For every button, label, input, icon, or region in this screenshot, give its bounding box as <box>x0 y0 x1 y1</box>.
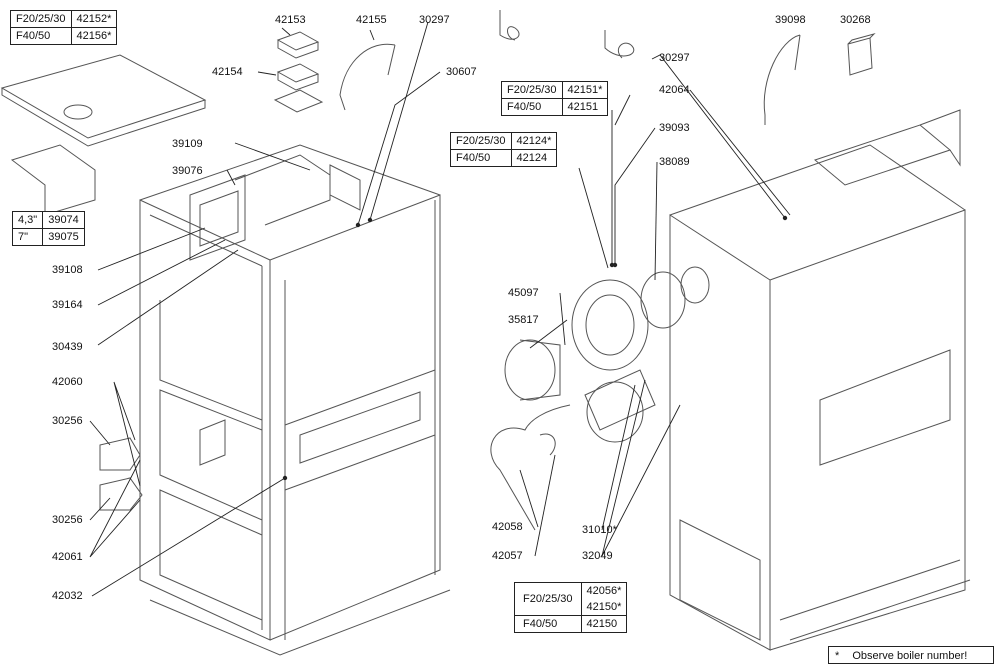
part-label-42153: 42153 <box>275 14 306 26</box>
part-label-39108: 39108 <box>52 264 83 276</box>
note-text: Observe boiler number! <box>852 650 968 662</box>
box-30268 <box>847 33 876 76</box>
part-label-39093: 39093 <box>659 122 690 134</box>
table-cell: 4,3" <box>11 211 44 229</box>
table-row: 42150* <box>515 599 628 616</box>
spec-table-42151: F20/25/30 42151* F40/50 42151 <box>501 81 609 116</box>
part-label-30268: 30268 <box>840 14 871 26</box>
part-label-42155: 42155 <box>356 14 387 26</box>
spec-table-42152: F20/25/30 42152* F40/50 42156* <box>10 10 118 45</box>
part-label-30439: 30439 <box>52 341 83 353</box>
part-label-42058: 42058 <box>492 521 523 533</box>
control-module <box>189 154 331 261</box>
table-cell: 42151 <box>561 98 609 116</box>
table-cell: 42124* <box>510 132 558 150</box>
switch-lower <box>99 477 143 511</box>
part-label-39076: 39076 <box>172 165 203 177</box>
part-label-32049: 32049 <box>582 550 613 562</box>
table-cell: 42151* <box>561 81 609 99</box>
table-row: F40/50 42151 <box>501 98 609 116</box>
sensor-coil-center <box>604 30 635 59</box>
wire-42057 <box>539 433 556 456</box>
part-label-42060: 42060 <box>52 376 83 388</box>
part-label-35817: 35817 <box>508 314 539 326</box>
part-label-39164: 39164 <box>52 299 83 311</box>
top-cover-plate <box>0 54 207 147</box>
spec-table-42124: F20/25/30 42124* F40/50 42124 <box>450 132 558 167</box>
part-label-42061: 42061 <box>52 551 83 563</box>
table-cell: 42124 <box>510 149 558 167</box>
part-label-30256-lower: 30256 <box>52 514 83 526</box>
fan-bracket <box>10 144 96 216</box>
table-row: F20/25/30 42151* <box>501 81 609 99</box>
table-row: F40/50 42124 <box>450 149 558 167</box>
part-label-30297-right: 30297 <box>659 52 690 64</box>
table-cell: F20/25/30 <box>10 10 72 28</box>
table-row: F20/25/30 42124* <box>450 132 558 150</box>
note-star: * <box>835 650 840 662</box>
table-cell: 39074 <box>42 211 85 229</box>
part-label-31010: 31010* <box>582 524 617 536</box>
fan-stack <box>273 31 324 113</box>
spec-table-42056: F20/25/30 42056* 42150* F40/50 42150 <box>514 582 628 633</box>
table-cell: 42156* <box>70 27 118 45</box>
table-cell: F40/50 <box>10 27 72 45</box>
part-label-42154: 42154 <box>212 66 243 78</box>
part-label-30607: 30607 <box>446 66 477 78</box>
part-label-42064: 42064 <box>659 84 690 96</box>
table-row: 7" 39075 <box>11 228 85 246</box>
table-row: 4,3" 39074 <box>11 211 85 229</box>
left-boiler-body <box>139 144 451 656</box>
boiler-number-note: * Observe boiler number! <box>828 646 994 664</box>
cable-42155 <box>339 43 396 111</box>
part-label-39109: 39109 <box>172 138 203 150</box>
table-cell: 39075 <box>42 228 85 246</box>
table-cell: 42056* <box>580 582 628 599</box>
part-label-30297-left: 30297 <box>419 14 450 26</box>
right-boiler-body <box>669 109 971 651</box>
table-cell: F20/25/30 <box>450 132 512 150</box>
table-cell: F40/50 <box>514 615 582 633</box>
part-label-38089: 38089 <box>659 156 690 168</box>
table-row: F40/50 42150 <box>514 615 628 633</box>
table-cell: 42152* <box>70 10 118 28</box>
wire-42058 <box>490 404 571 531</box>
leader-dots <box>282 215 788 481</box>
table-row: F20/25/30 42152* <box>10 10 118 28</box>
table-cell: 42150* <box>580 599 628 616</box>
part-label-45097: 45097 <box>508 287 539 299</box>
leader-lines <box>89 21 791 597</box>
table-cell: F40/50 <box>501 98 563 116</box>
table-row: F40/50 42156* <box>10 27 118 45</box>
spec-table-39074: 4,3" 39074 7" 39075 <box>11 211 85 246</box>
part-label-42032: 42032 <box>52 590 83 602</box>
part-label-39098: 39098 <box>775 14 806 26</box>
table-cell: F40/50 <box>450 149 512 167</box>
table-cell: 7" <box>11 228 44 246</box>
table-cell: F20/25/30 <box>514 582 582 616</box>
table-cell: 42150 <box>580 615 628 633</box>
sensor-coil-left <box>499 10 520 41</box>
table-cell: F20/25/30 <box>501 81 563 99</box>
part-label-42057: 42057 <box>492 550 523 562</box>
table-row: F20/25/30 42056* <box>514 582 628 616</box>
cable-39098 <box>763 34 801 125</box>
burner-assembly <box>504 271 686 443</box>
switch-upper <box>99 437 141 471</box>
part-label-30256-upper: 30256 <box>52 415 83 427</box>
